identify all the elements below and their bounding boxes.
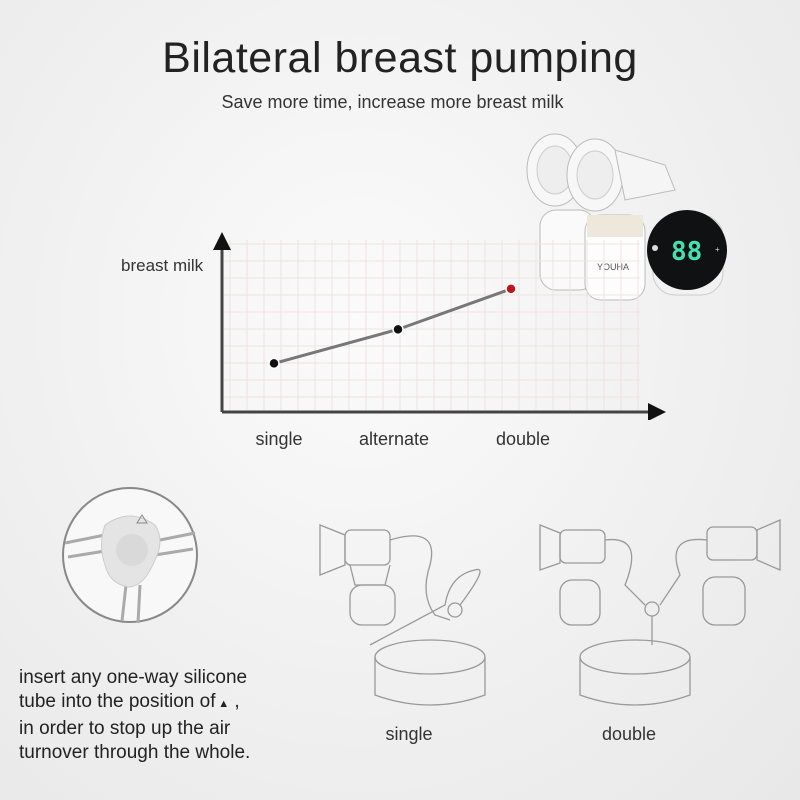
single-setup-illustration <box>319 524 486 706</box>
data-point-double <box>505 283 517 295</box>
note-line: insert any one-way silicone <box>19 667 248 688</box>
page-title: Bilateral breast pumping <box>162 34 638 82</box>
y-axis-arrow <box>213 232 231 250</box>
line-chart <box>213 232 666 420</box>
setup-label-single: single <box>385 724 433 744</box>
series-line <box>273 287 512 365</box>
chart-grid <box>224 240 640 410</box>
product-image: YOUHA 88 + <box>526 133 727 301</box>
connector-closeup <box>62 487 198 624</box>
x-tick-label: alternate <box>358 429 430 449</box>
data-point-single <box>268 357 280 370</box>
note-line: turnover through the whole. <box>19 742 251 763</box>
display-digits: 88 <box>671 237 702 267</box>
page-subtitle: Save more time, increase more breast mil… <box>221 92 564 112</box>
y-axis-label: breast milk <box>121 256 204 275</box>
tube-instruction: insert any one-way silicone tube into th… <box>19 666 299 765</box>
brand-logo: YOUHA <box>597 262 629 272</box>
setup-label-double: double <box>601 724 657 744</box>
x-tick-label: double <box>495 429 551 449</box>
note-line: tube into the position of <box>19 691 216 712</box>
x-tick-label: single <box>255 429 303 449</box>
triangle-marker-icon <box>136 514 148 524</box>
data-point-alternate <box>392 323 404 336</box>
triangle-marker-icon: ▲ <box>218 698 230 710</box>
double-setup-illustration <box>539 519 781 706</box>
x-axis-arrow <box>648 403 666 420</box>
svg-text:+: + <box>715 245 720 254</box>
note-line: in order to stop up the air <box>19 718 231 739</box>
control-display <box>647 210 727 290</box>
